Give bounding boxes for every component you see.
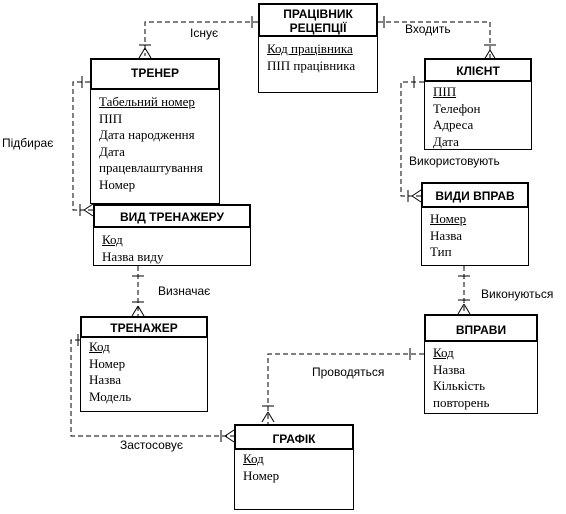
rel-label-determines: Визначає [158, 284, 211, 298]
attr-key: Код працівника [267, 41, 353, 56]
rel-line-applied [70, 334, 235, 443]
entity-trainer: ТРЕНЕР Табельний номер ПІП Дата народжен… [90, 58, 220, 204]
entity-attributes: Код Назва Кількість повторень [424, 341, 538, 414]
attr: ПІП працівника [267, 57, 356, 73]
attr: Назва виду [102, 248, 164, 264]
entity-title: КЛІЄНТ [424, 58, 532, 82]
attr-key: Код [243, 451, 264, 466]
rel-line-exists [138, 16, 258, 59]
entity-title: ВИД ТРЕНАЖЕРУ [93, 204, 251, 228]
entity-machine-type: ВИД ТРЕНАЖЕРУ Код Назва виду [93, 204, 251, 266]
rel-line-performed [457, 266, 471, 315]
entity-attributes: Номер Назва Тип [421, 207, 529, 266]
entity-attributes: Код Назва виду [93, 227, 251, 266]
entity-attributes: Код Номер Назва Модель [80, 337, 208, 412]
attr: Назва [430, 227, 463, 243]
attr: Кількість повторень [433, 378, 490, 410]
attr-key: Код [102, 232, 123, 247]
entity-title: ВПРАВИ [424, 314, 538, 342]
entity-title: ГРАФІК [234, 424, 354, 450]
attr-key: Код [433, 345, 454, 360]
attr: Дата [433, 133, 459, 149]
attr-key: Табельний номер [99, 94, 195, 109]
entity-attributes: Код Номер [234, 449, 354, 510]
attr-key: Код [89, 339, 110, 354]
entity-attributes: Табельний номер ПІП Дата народження Дата… [90, 89, 220, 204]
rel-label-exists: Існує [190, 26, 219, 40]
entity-machine: ТРЕНАЖЕР Код Номер Назва Модель [80, 316, 208, 412]
attr: Назва [89, 372, 122, 387]
rel-label-performed: Виконуються [481, 287, 554, 301]
entity-title: ПРАЦІВНИК РЕЦЕПЦІЇ [258, 3, 378, 37]
attr: Адреса [433, 117, 474, 132]
entity-client: КЛІЄНТ ПІП Телефон Адреса Дата [424, 58, 532, 150]
entity-receptionist: ПРАЦІВНИК РЕЦЕПЦІЇ Код працівника ПІП пр… [258, 3, 378, 93]
entity-exercise: ВПРАВИ Код Назва Кількість повторень [424, 314, 538, 414]
attr: Дата народження [99, 127, 195, 142]
rel-label-selects: Підбирає [2, 136, 54, 150]
rel-line-selects [72, 76, 94, 217]
attr: Номер [99, 176, 136, 192]
rel-label-uses: Використовують [409, 154, 500, 168]
attr: Назва [433, 361, 466, 377]
attr: Модель [89, 388, 132, 404]
entity-title: ТРЕНЕР [90, 58, 220, 90]
rel-line-determines [131, 266, 145, 317]
entity-title: ВИДИ ВПРАВ [421, 182, 529, 208]
rel-line-uses [400, 76, 424, 203]
rel-label-enters: Входить [405, 22, 451, 36]
attr: Номер [89, 355, 126, 371]
rel-line-conducted [261, 348, 424, 424]
attr: Номер [243, 467, 280, 483]
attr-key: ПІП [433, 84, 457, 99]
attr: ПІП [99, 110, 123, 126]
rel-label-applied: Застосовує [120, 438, 183, 452]
entity-exercise-type: ВИДИ ВПРАВ Номер Назва Тип [421, 182, 529, 266]
entity-title: ТРЕНАЖЕР [80, 316, 208, 338]
attr: Телефон [433, 100, 481, 116]
attr-key: Номер [430, 211, 467, 226]
attr: Дата працевлаштування [99, 143, 203, 176]
rel-label-conducted: Проводяться [312, 365, 385, 379]
entity-schedule: ГРАФІК Код Номер [234, 424, 354, 510]
entity-attributes: ПІП Телефон Адреса Дата [424, 81, 532, 150]
entity-attributes: Код працівника ПІП працівника [258, 36, 378, 93]
attr: Тип [430, 244, 452, 259]
